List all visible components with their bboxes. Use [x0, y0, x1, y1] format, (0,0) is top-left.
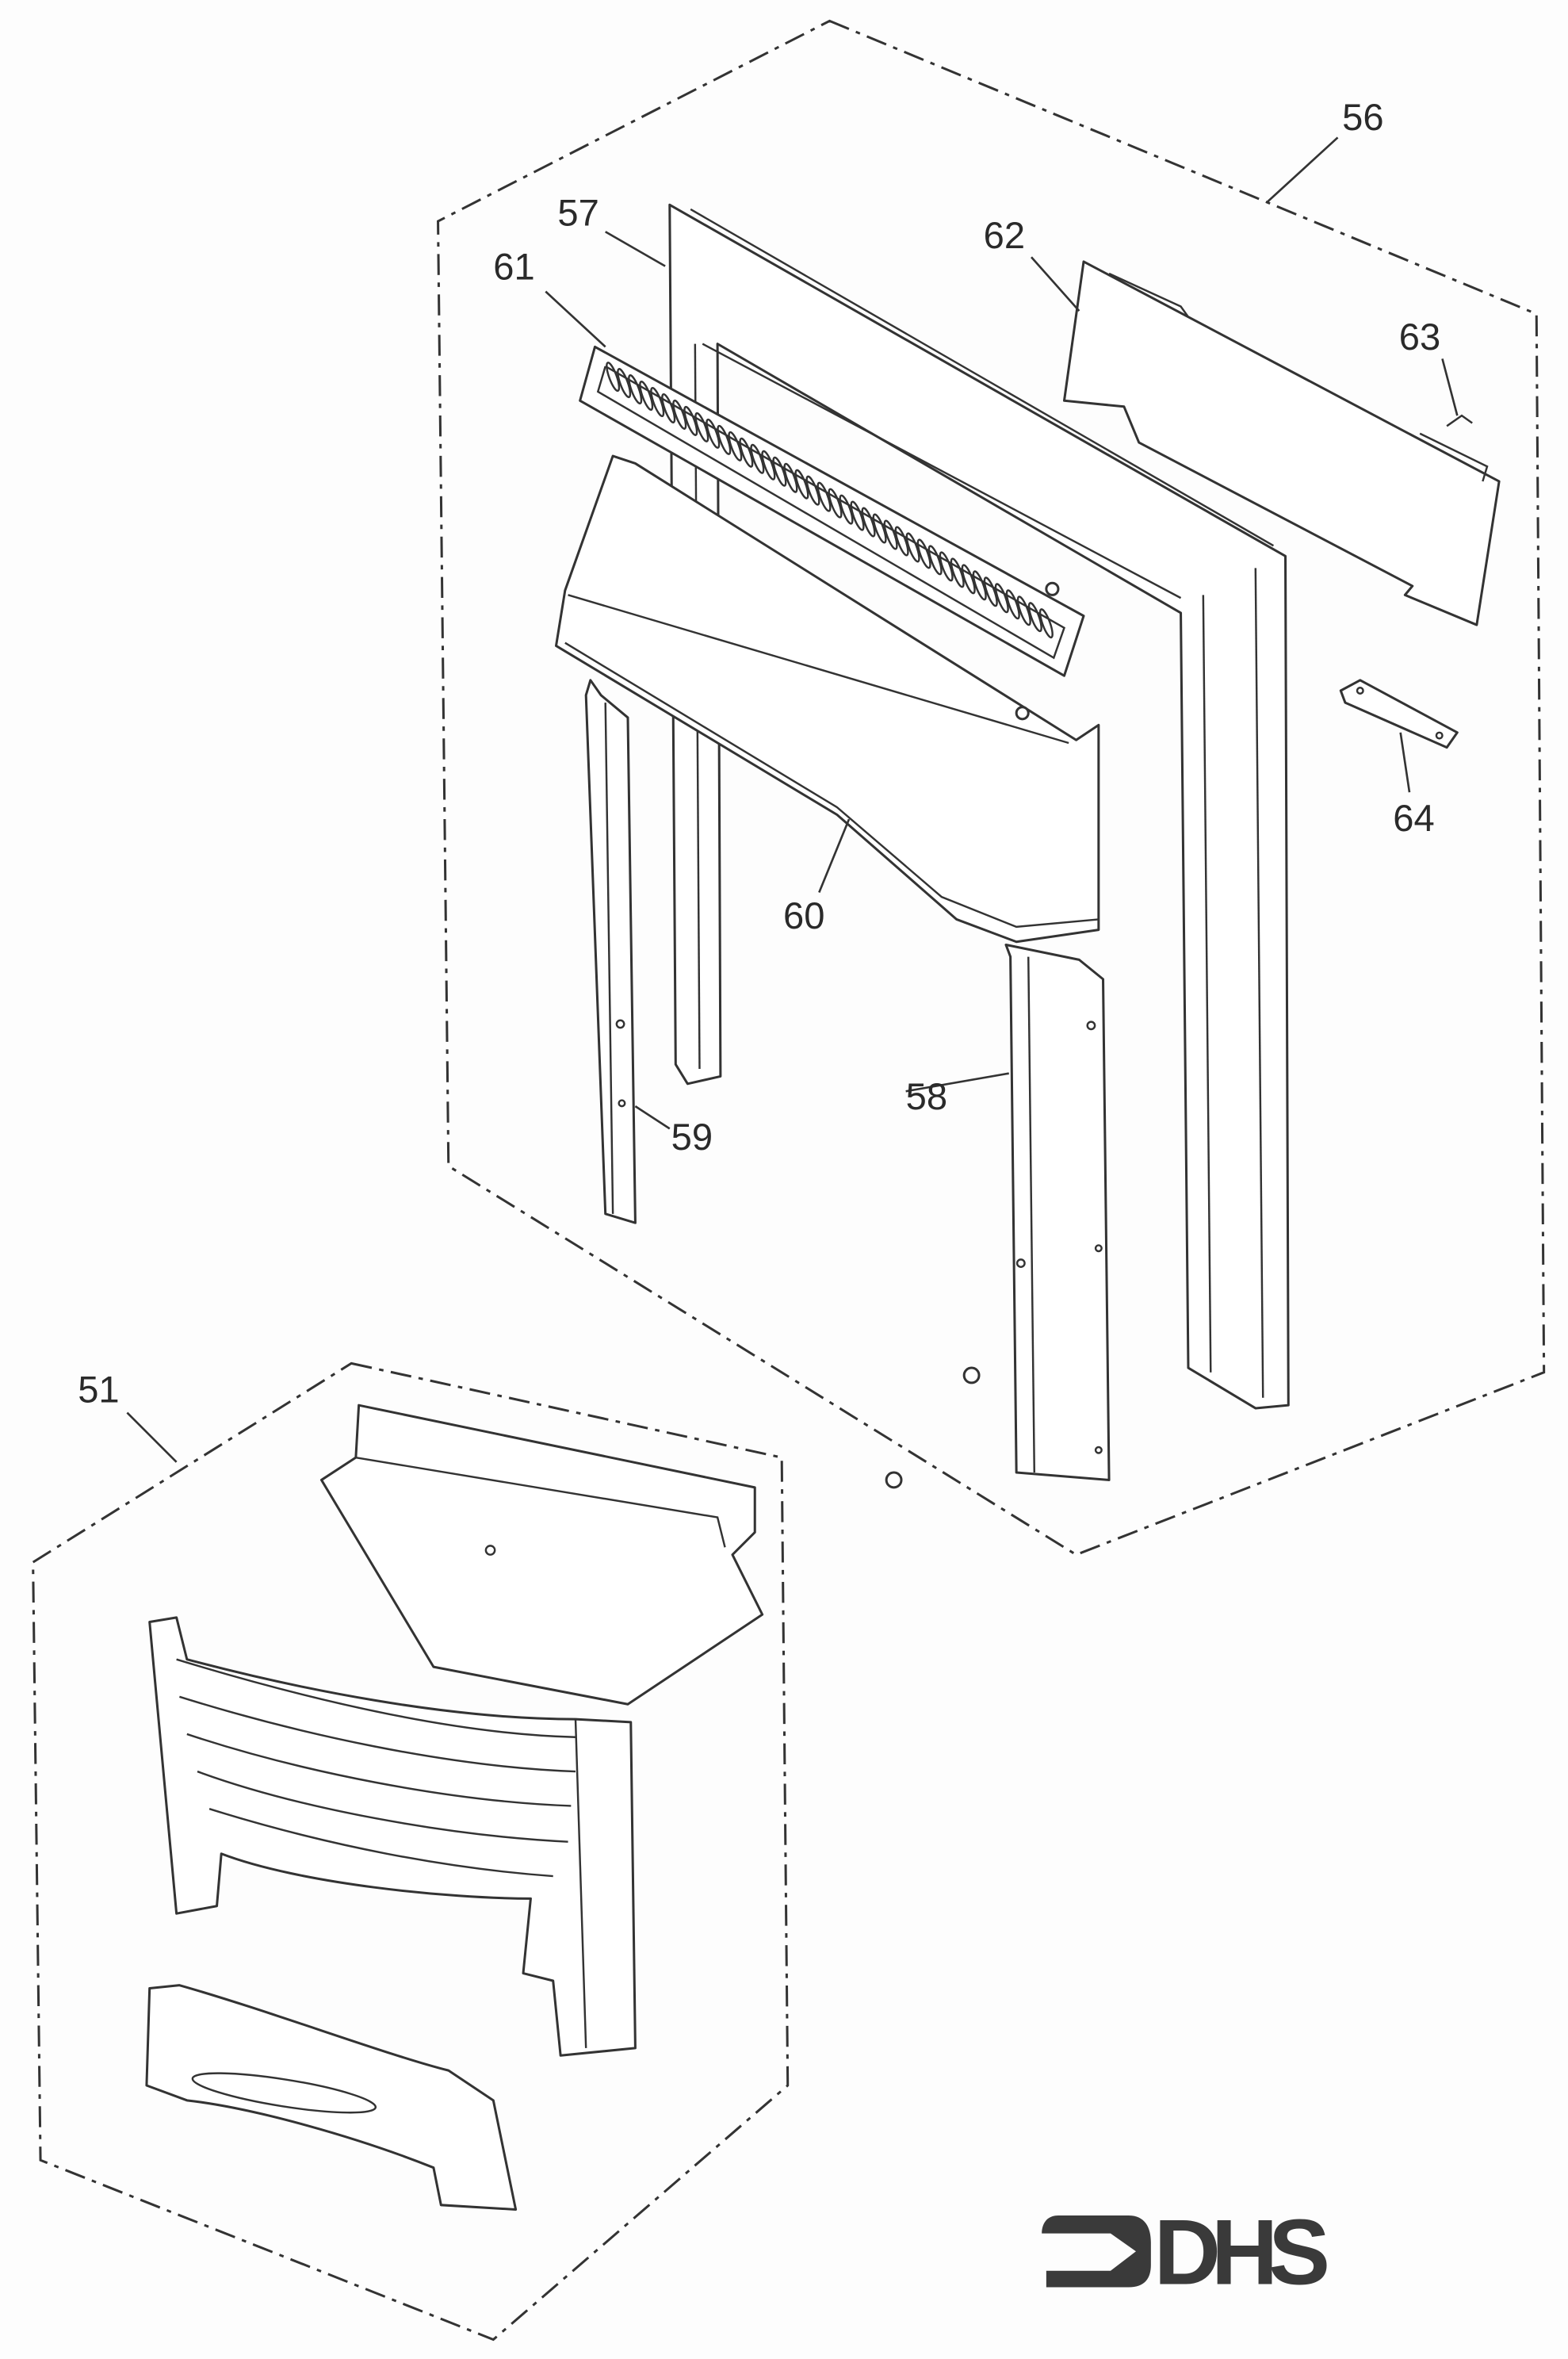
grille-slot: [839, 494, 854, 525]
dhs-logo: DHS: [1042, 2200, 1332, 2304]
leader-line-51: [126, 1411, 178, 1463]
callout-58: 58: [906, 1075, 947, 1117]
grille-slot: [927, 545, 943, 576]
grille-slot: [628, 374, 643, 405]
grille-slot: [794, 469, 809, 500]
leader-line-59: [634, 1105, 671, 1130]
callout-56: 56: [1342, 96, 1383, 138]
callout-64: 64: [1393, 797, 1434, 839]
part-51-fire-front: [148, 1616, 637, 2057]
grille-slot: [606, 362, 621, 393]
grille-slot: [1038, 608, 1054, 639]
grille-slot: [939, 551, 954, 582]
assembly-56-boundary: [437, 19, 1546, 1557]
grille-slot: [739, 437, 754, 468]
grille-slot: [961, 564, 976, 595]
leader-line-64: [1399, 732, 1411, 793]
leader-line-56: [1267, 136, 1339, 203]
screw-icon: [1015, 706, 1030, 721]
grille-slot: [1016, 595, 1031, 626]
grille-slot: [706, 418, 721, 449]
callout-62: 62: [984, 214, 1025, 256]
grille-slot: [694, 412, 709, 442]
screw-icon: [962, 1366, 981, 1384]
grille-slot: [761, 450, 776, 481]
screw-icon: [1045, 581, 1060, 596]
grille-slot: [972, 570, 987, 601]
leader-line-57: [605, 231, 666, 267]
grille-slot: [717, 424, 732, 455]
grille-slot: [1027, 602, 1042, 633]
grille-slot: [750, 443, 765, 474]
callout-63: 63: [1399, 316, 1440, 358]
leader-line-62: [1031, 256, 1080, 312]
part-51-back-plate: [319, 1404, 764, 1706]
grille-slot: [861, 507, 876, 538]
assembly-51-boundary: [32, 1361, 790, 2342]
grille-slot: [728, 431, 743, 461]
leader-line-60: [818, 818, 851, 894]
grille-slot: [817, 481, 832, 512]
leader-line-63: [1441, 358, 1459, 416]
grille-slot: [639, 381, 654, 412]
part-60-canopy: [554, 454, 1100, 944]
grille-slot: [850, 500, 865, 531]
grille-slot: [617, 368, 632, 399]
grille-slot: [772, 456, 787, 487]
part-63-clip: [1446, 414, 1473, 427]
callout-57: 57: [557, 192, 599, 234]
grille-slot: [1005, 589, 1020, 620]
logo-text: DHS: [1154, 2200, 1327, 2304]
callout-51: 51: [78, 1368, 119, 1410]
grille-slot: [983, 576, 998, 607]
grille-slot: [894, 526, 909, 557]
grille-slot: [916, 538, 931, 569]
part-64-bracket: [1339, 679, 1459, 749]
grille-slot: [683, 405, 698, 436]
grille-slot: [994, 583, 1009, 614]
arrow-icon: [1042, 2215, 1151, 2288]
grille-slot: [905, 532, 920, 563]
callout-61: 61: [493, 246, 534, 288]
grille-slot: [783, 462, 798, 493]
grille-slot: [872, 513, 887, 544]
grille-slot: [672, 399, 687, 430]
screw-icon: [885, 1471, 903, 1489]
part-61-grille: [579, 345, 1085, 677]
callout-60: 60: [783, 894, 824, 936]
part-59-side-bracket: [584, 679, 637, 1224]
part-58-side-bracket: [1004, 944, 1111, 1481]
part-51-fret: [145, 1984, 518, 2211]
grille-slot: [650, 386, 665, 418]
grille-slot: [805, 475, 820, 506]
grille-slot: [950, 557, 965, 588]
grille-slot: [883, 519, 898, 550]
callout-59: 59: [671, 1116, 713, 1158]
part-62-panel: [1062, 260, 1501, 626]
grille-slot: [828, 488, 843, 519]
leader-line-58: [905, 1072, 1009, 1093]
leader-line-61: [545, 290, 606, 348]
grille-slot: [661, 393, 676, 423]
